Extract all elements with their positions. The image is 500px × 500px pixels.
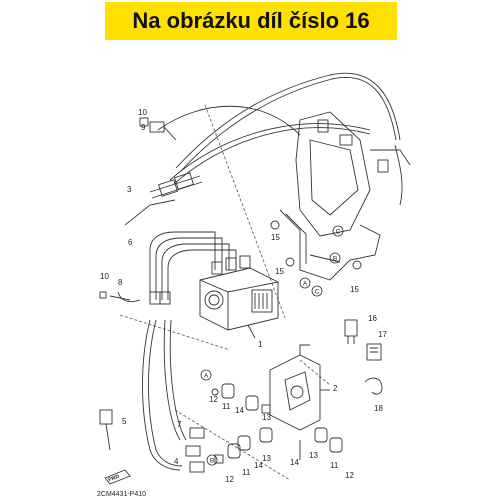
callout-3: 3 [127,185,132,194]
banjo-fitting-icon [99,291,171,305]
brake-hose-icon [157,72,401,185]
sensor-icon [344,319,358,344]
mount-bracket-icon [279,209,381,281]
circle-markers: A B C A B C [200,225,344,466]
callout-10-mid: 10 [100,272,109,281]
callout-14-upper: 14 [235,406,244,415]
lower-bracket-icon [269,344,330,431]
title-banner: Na obrázku díl číslo 16 [105,2,397,40]
callout-16: 16 [368,314,377,323]
callout-2: 2 [333,384,338,393]
callout-11-upper: 11 [222,402,231,411]
callout-18: 18 [374,404,383,413]
callout-13-upper: 13 [262,413,271,422]
marker-a-upper: A [303,281,308,288]
callout-17: 17 [378,330,387,339]
relay-icon [366,343,382,361]
lower-brake-hose-icon [99,319,205,473]
callout-13-lower-a: 13 [262,454,271,463]
diagram-code: 2CM4431-P410 [97,491,146,498]
callout-11-lower-b: 11 [330,461,339,470]
callout-4: 4 [174,457,179,466]
bolt-fitting-icon [139,117,177,141]
frame-bracket-icon [295,111,411,237]
fwd-label: FWD [108,473,121,483]
damper-icon [211,383,271,414]
callout-13-lower-b: 13 [309,451,318,460]
callout-12-upper: 12 [209,395,218,404]
abs-hydraulic-unit-icon [199,255,279,331]
callout-1: 1 [258,340,263,349]
callout-15-a: 15 [271,233,280,242]
marker-c-upper: C [315,289,320,296]
callout-9: 9 [141,123,146,132]
marker-a-lower: A [204,373,209,380]
brake-pipe-icon [149,231,237,300]
marker-c-lower: C [336,229,341,236]
fwd-arrow-icon [104,469,131,485]
hose-joint-icon [124,172,203,226]
damper-lower-icon [214,427,343,464]
callout-14-lower-b: 14 [290,458,299,467]
clip-icon [364,377,383,395]
callout-8: 8 [118,278,123,287]
callout-11-lower: 11 [242,468,251,477]
part-callouts: 10 9 3 6 10 8 1 15 15 15 16 17 2 18 12 1… [97,108,387,498]
callout-14-lower-a: 14 [254,461,263,470]
callout-10-top: 10 [138,108,147,117]
callout-5: 5 [122,417,127,426]
marker-b-upper: B [333,256,337,263]
callout-6: 6 [128,238,133,247]
callout-7: 7 [177,420,182,429]
marker-b-lower: B [210,458,214,465]
callout-15-c: 15 [350,285,359,294]
callout-12-lower: 12 [225,475,234,484]
callout-12-lower-b: 12 [345,471,354,480]
banner-text: Na obrázku díl číslo 16 [132,8,370,33]
callout-15-b: 15 [275,267,284,276]
